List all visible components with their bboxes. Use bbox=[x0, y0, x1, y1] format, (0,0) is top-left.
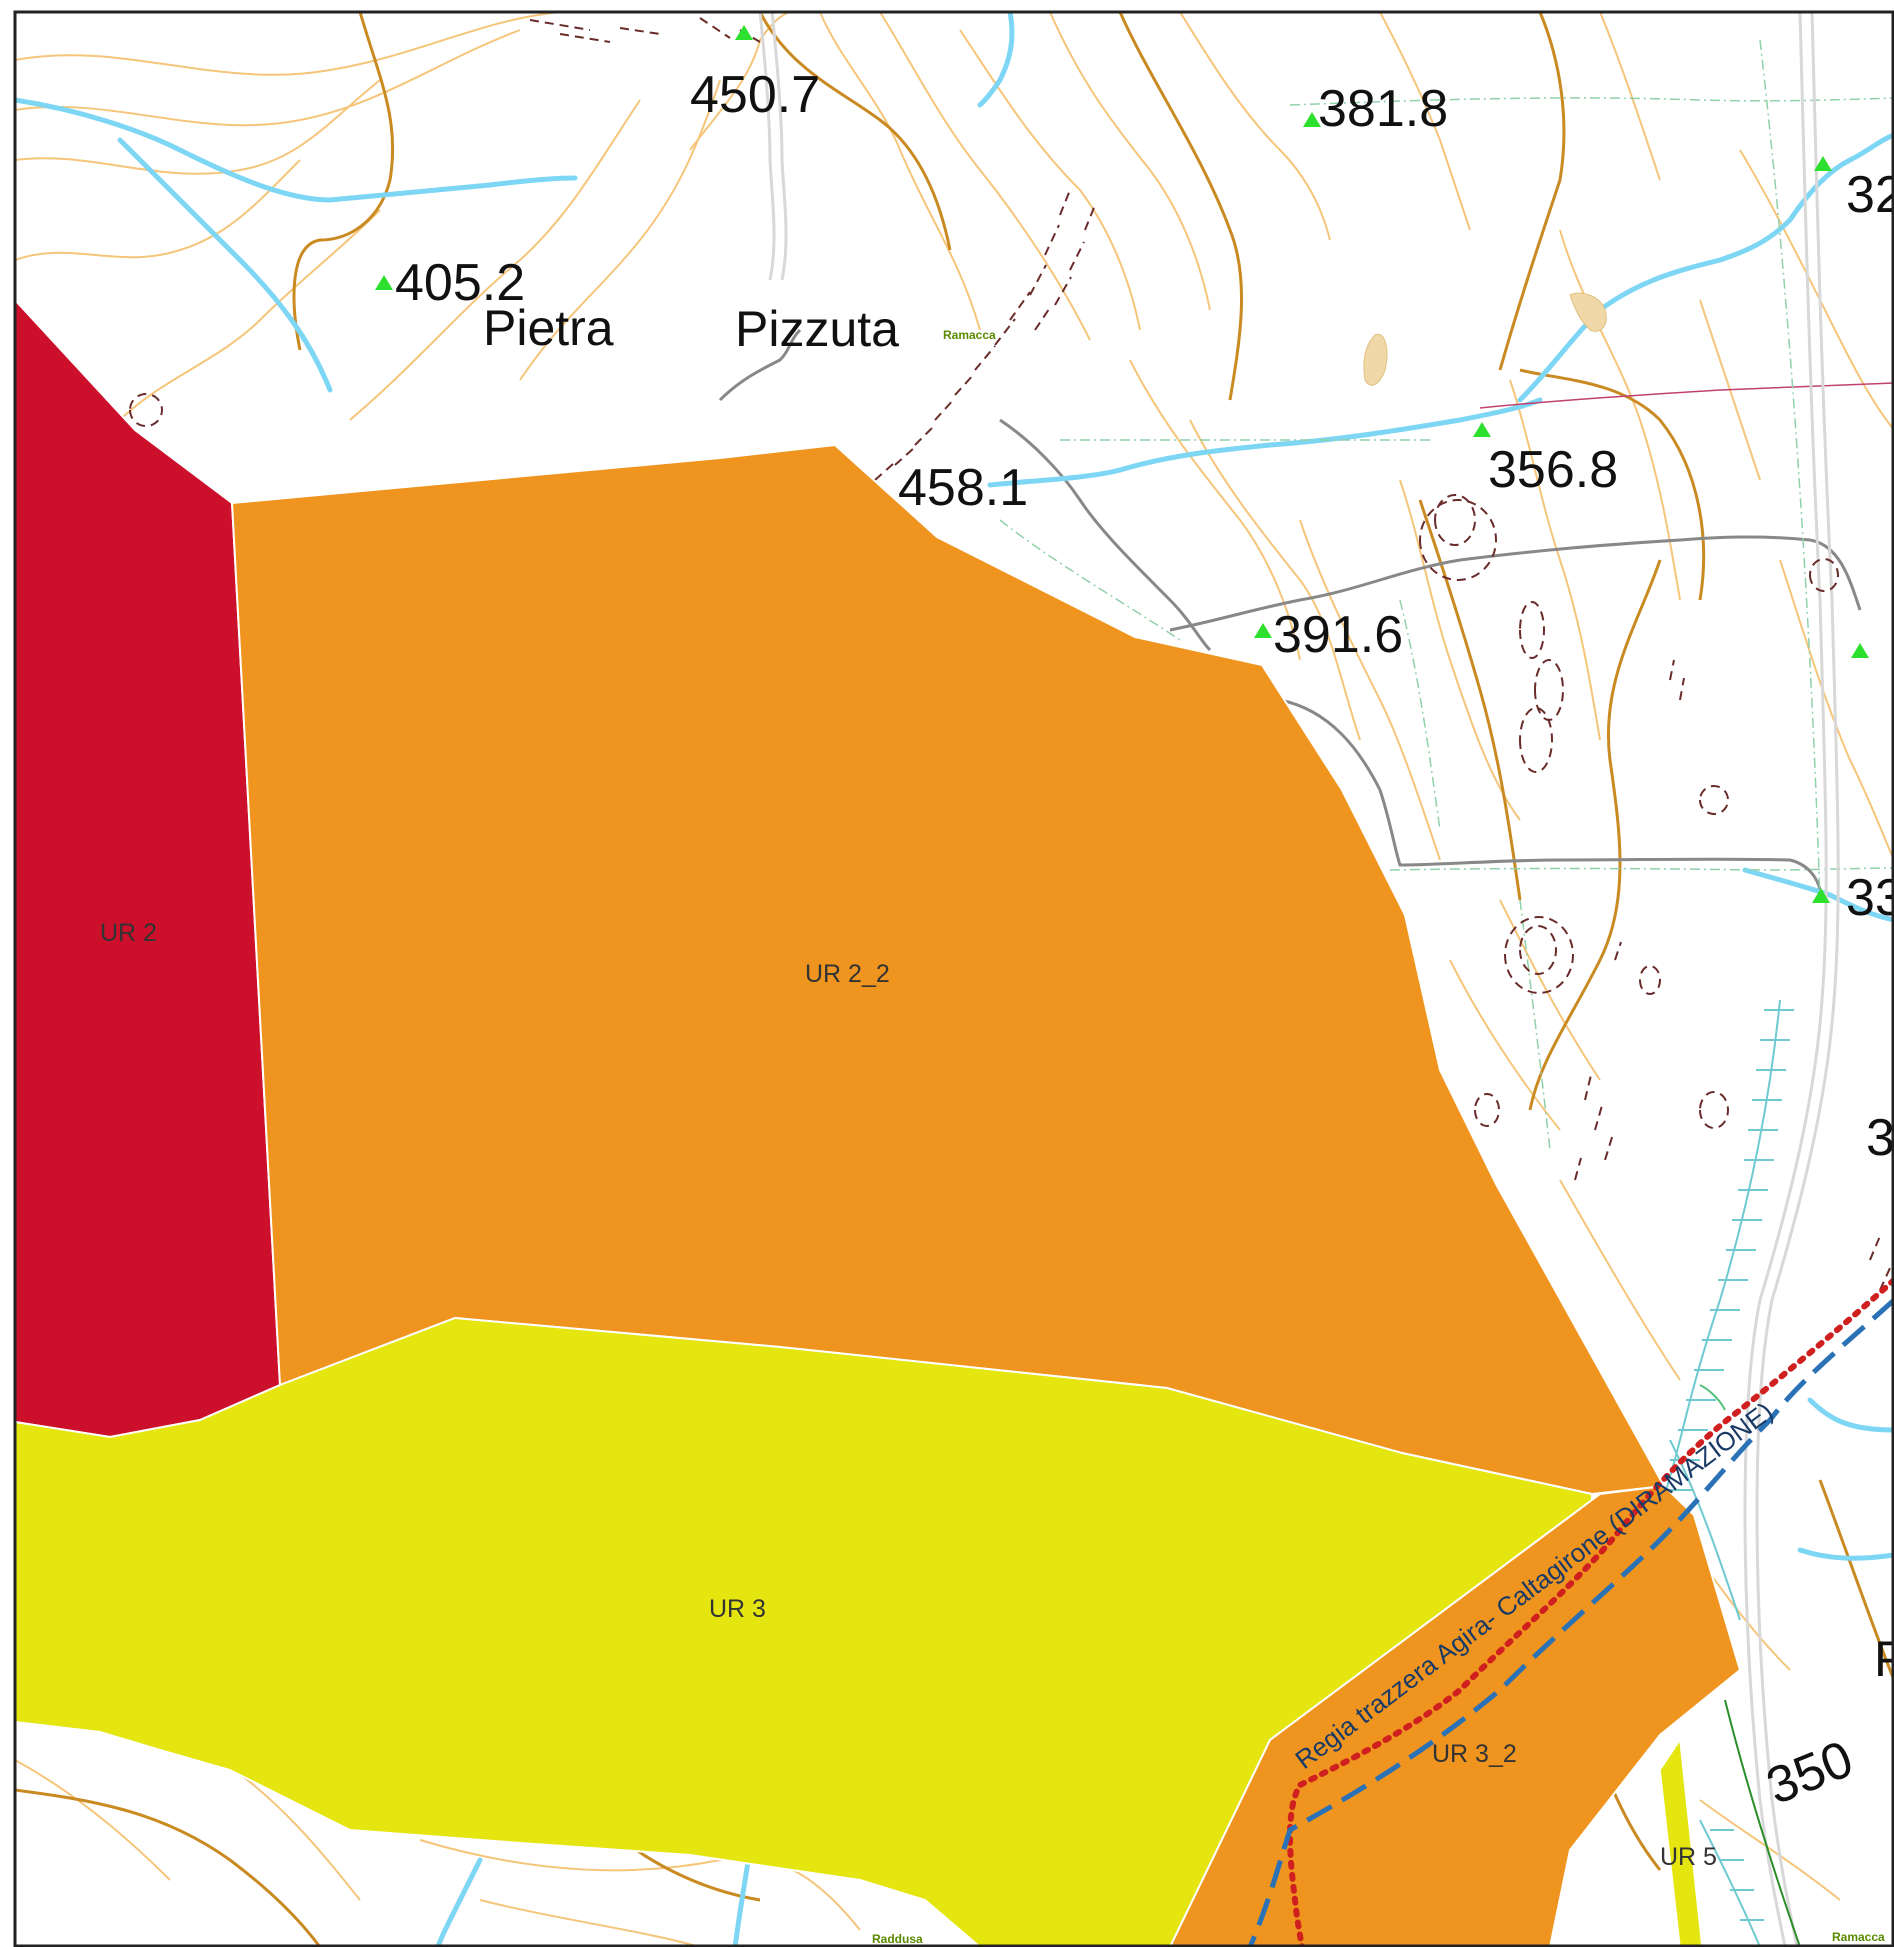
pond bbox=[1569, 292, 1607, 332]
spot-marker bbox=[1851, 643, 1869, 658]
spot-height-label: 32 bbox=[1846, 166, 1894, 224]
municipality-label: Ramacca bbox=[943, 328, 996, 342]
spot-marker bbox=[1814, 156, 1832, 171]
index-contours bbox=[15, 12, 1894, 1947]
admin-boundary bbox=[1724, 1699, 1801, 1947]
spot-height-label: 450.7 bbox=[690, 66, 820, 124]
spot-height-label: 356.8 bbox=[1488, 441, 1618, 499]
map-frame-border bbox=[13, 10, 1894, 1947]
trail-blue bbox=[1247, 1298, 1894, 1947]
spot-height-label: 458.1 bbox=[898, 459, 1028, 517]
zone-ur5[interactable] bbox=[1659, 1737, 1703, 1947]
pond bbox=[1363, 333, 1388, 386]
paved-road bbox=[758, 12, 1840, 1947]
spot-height-label: 33 bbox=[1846, 869, 1894, 927]
municipality-label: Raddusa bbox=[872, 1932, 923, 1946]
zone-label-ur3-2: UR 3_2 bbox=[1432, 1740, 1517, 1768]
spot-marker bbox=[735, 25, 753, 40]
spot-height-label: 405.2 bbox=[395, 254, 525, 312]
zone-ur3[interactable] bbox=[15, 1316, 1593, 1947]
spot-height-label: 381.8 bbox=[1318, 80, 1448, 138]
spot-marker bbox=[1303, 112, 1321, 127]
spot-height-label: 3 bbox=[1866, 1109, 1894, 1167]
roads bbox=[718, 328, 1862, 901]
spot-marker bbox=[1812, 888, 1830, 903]
trail-red bbox=[1287, 1277, 1894, 1947]
spot-marker bbox=[1254, 623, 1272, 638]
zone-label-ur3: UR 3 bbox=[709, 1595, 766, 1623]
zone-label-ur2-2: UR 2_2 bbox=[805, 960, 890, 988]
junction-mark bbox=[1699, 1384, 1726, 1411]
spot-height-markers bbox=[375, 25, 1869, 903]
municipality-label: Ramacca bbox=[1832, 1930, 1885, 1944]
terrain-hatching bbox=[129, 17, 1891, 1291]
zone-label-ur5: UR 5 bbox=[1660, 1843, 1717, 1871]
place-name-partial: P bbox=[1874, 1631, 1894, 1687]
spot-height-label: 391.6 bbox=[1273, 606, 1403, 664]
spot-marker bbox=[375, 275, 393, 290]
place-name-pietra: Pietra bbox=[483, 300, 614, 356]
place-name-pizzuta: Pizzuta bbox=[735, 301, 899, 357]
boundary-line bbox=[1479, 382, 1894, 409]
zone-label-ur2: UR 2 bbox=[100, 919, 157, 947]
spot-marker bbox=[1473, 422, 1491, 437]
